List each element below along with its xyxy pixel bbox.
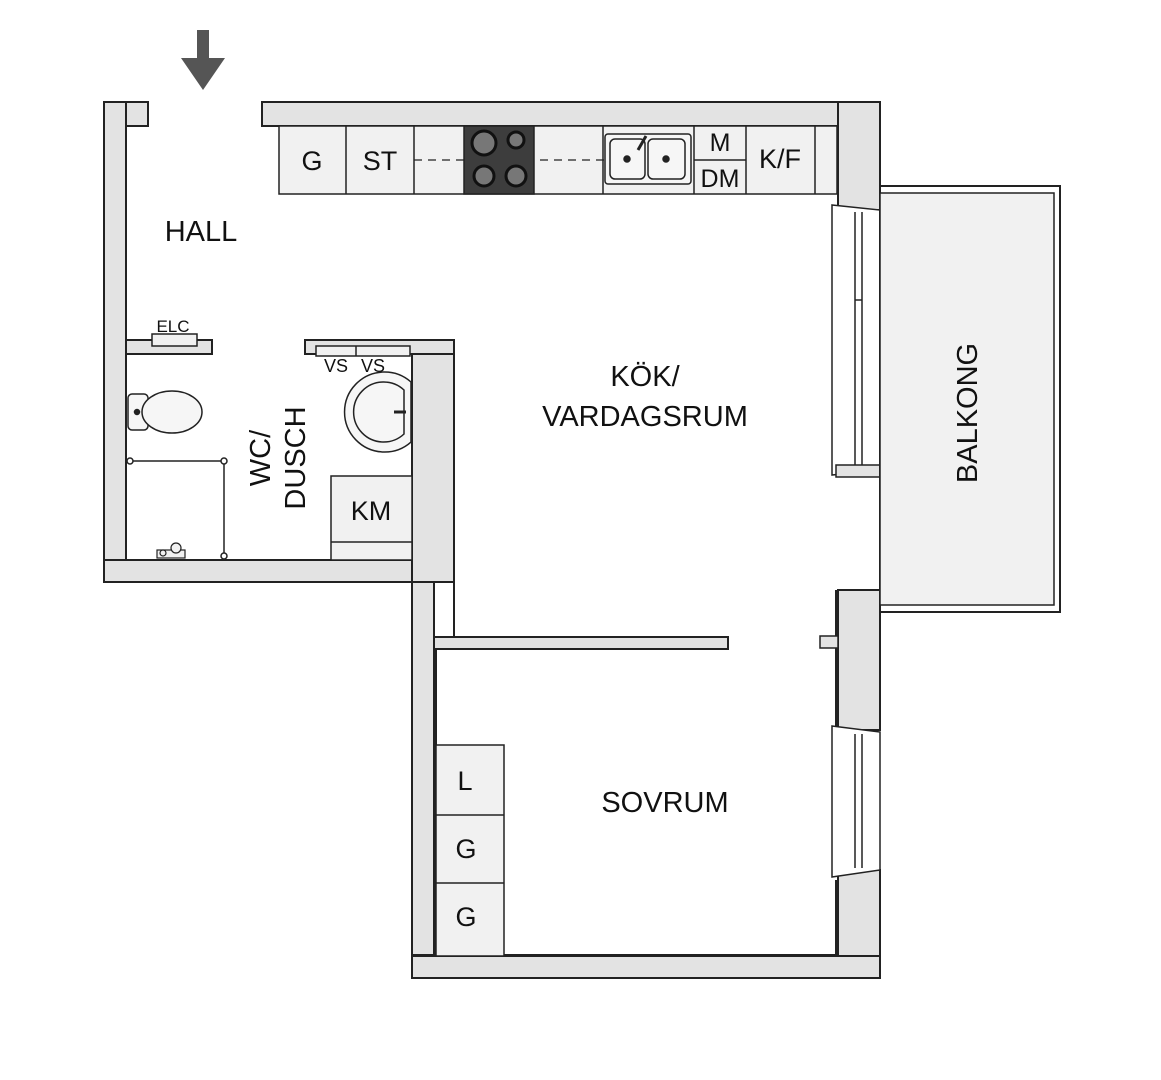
shower-enclosure — [126, 457, 228, 560]
entrance-arrow-icon — [181, 30, 225, 90]
sink-icon — [604, 133, 692, 185]
counter-kf-label: K/F — [759, 144, 801, 174]
washbasin-icon — [315, 345, 412, 453]
counter-dm-label: DM — [701, 165, 740, 193]
kitchen-label-line2: VARDAGSRUM — [542, 401, 748, 433]
wardrobe-g1-label: G — [455, 834, 476, 864]
wardrobes — [435, 744, 505, 957]
vs2-label: VS — [361, 356, 385, 376]
km-label: KM — [351, 496, 392, 526]
counter-st-label: ST — [363, 146, 398, 176]
wardrobe-g2-label: G — [455, 902, 476, 932]
wardrobe-l-label: L — [457, 766, 472, 796]
balcony: BALKONG — [879, 185, 1061, 613]
elc-label: ELC — [156, 317, 189, 336]
stove-icon — [463, 125, 535, 195]
balcony-door — [819, 635, 839, 649]
balcony-label: BALKONG — [952, 343, 984, 483]
balcony-window — [831, 204, 881, 478]
toilet-icon — [127, 390, 203, 434]
vs1-label: VS — [324, 356, 348, 376]
kitchen-label-line1: KÖK/ — [610, 361, 680, 393]
bedroom-window — [831, 725, 881, 878]
hall-label: HALL — [165, 216, 238, 248]
kitchen-counter — [278, 125, 838, 195]
bath-label-line1: WC/ — [245, 429, 277, 486]
counter-g-label: G — [301, 146, 322, 176]
bath-label-line2: DUSCH — [280, 406, 312, 509]
washing-machine — [330, 475, 413, 561]
counter-m-label: M — [710, 129, 731, 157]
bedroom-label: SOVRUM — [601, 787, 728, 819]
shower-tap-icon — [156, 542, 186, 559]
